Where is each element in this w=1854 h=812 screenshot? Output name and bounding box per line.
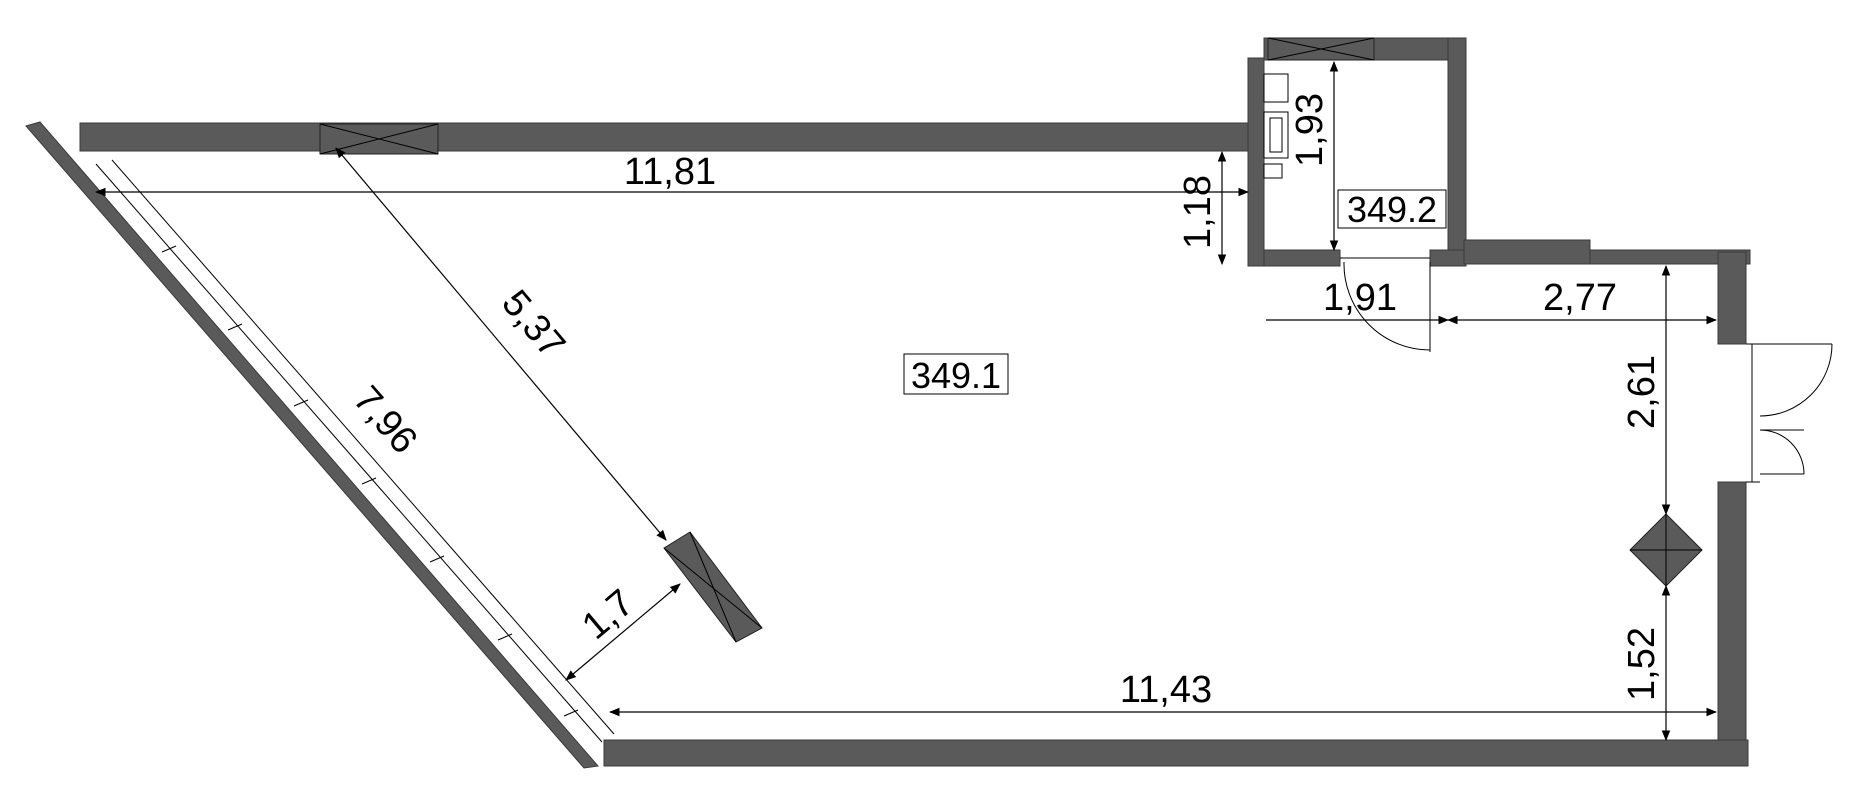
column-diamond xyxy=(1629,513,1703,587)
dim-right-upper: 2,61 xyxy=(1621,355,1663,429)
room-label-main-text: 349.1 xyxy=(911,355,1001,396)
dim-door-width: 1,91 xyxy=(1323,277,1397,319)
wall-small-right xyxy=(1447,37,1467,265)
dim-column-offset: 1,7 xyxy=(575,582,642,648)
door-small xyxy=(1340,257,1431,352)
wall-small-left xyxy=(1247,57,1265,267)
dimension-lines xyxy=(94,60,1718,742)
vent-small-top xyxy=(1267,37,1375,61)
wall-bottom xyxy=(603,739,1749,767)
wall-top xyxy=(79,122,1251,152)
walls xyxy=(25,37,1751,769)
dim-small-offset: 1,18 xyxy=(1177,175,1219,249)
dim-bottom-length: 11,43 xyxy=(1120,669,1212,711)
column-diagonal xyxy=(663,531,763,643)
room-label-small-text: 349.2 xyxy=(1347,189,1437,230)
wall-small-bottom-right xyxy=(1429,249,1467,267)
wall-right-upper xyxy=(1717,251,1747,345)
room-label-main: 349.1 xyxy=(903,353,1009,396)
dim-line-column-offset xyxy=(565,583,681,681)
dim-inner-diagonal: 5,37 xyxy=(493,282,573,366)
wall-small-bottom-left xyxy=(1263,249,1341,267)
dim-line-inner-diagonal xyxy=(335,147,667,541)
small-room-fixtures xyxy=(1263,73,1289,179)
dim-top-length: 11,81 xyxy=(624,151,716,193)
dim-left-diagonal: 7,96 xyxy=(345,378,425,461)
dim-small-height: 1,93 xyxy=(1289,93,1331,167)
dim-right-segment: 2,77 xyxy=(1543,277,1617,319)
room-label-small: 349.2 xyxy=(1337,189,1447,230)
dim-right-lower: 1,52 xyxy=(1621,627,1663,701)
wall-right-lower xyxy=(1717,481,1747,765)
wall-step xyxy=(1463,239,1591,265)
wall-step-2 xyxy=(1589,249,1751,265)
diagonal-window xyxy=(95,159,615,743)
door-right xyxy=(1746,343,1833,483)
wall-diagonal xyxy=(25,121,599,769)
